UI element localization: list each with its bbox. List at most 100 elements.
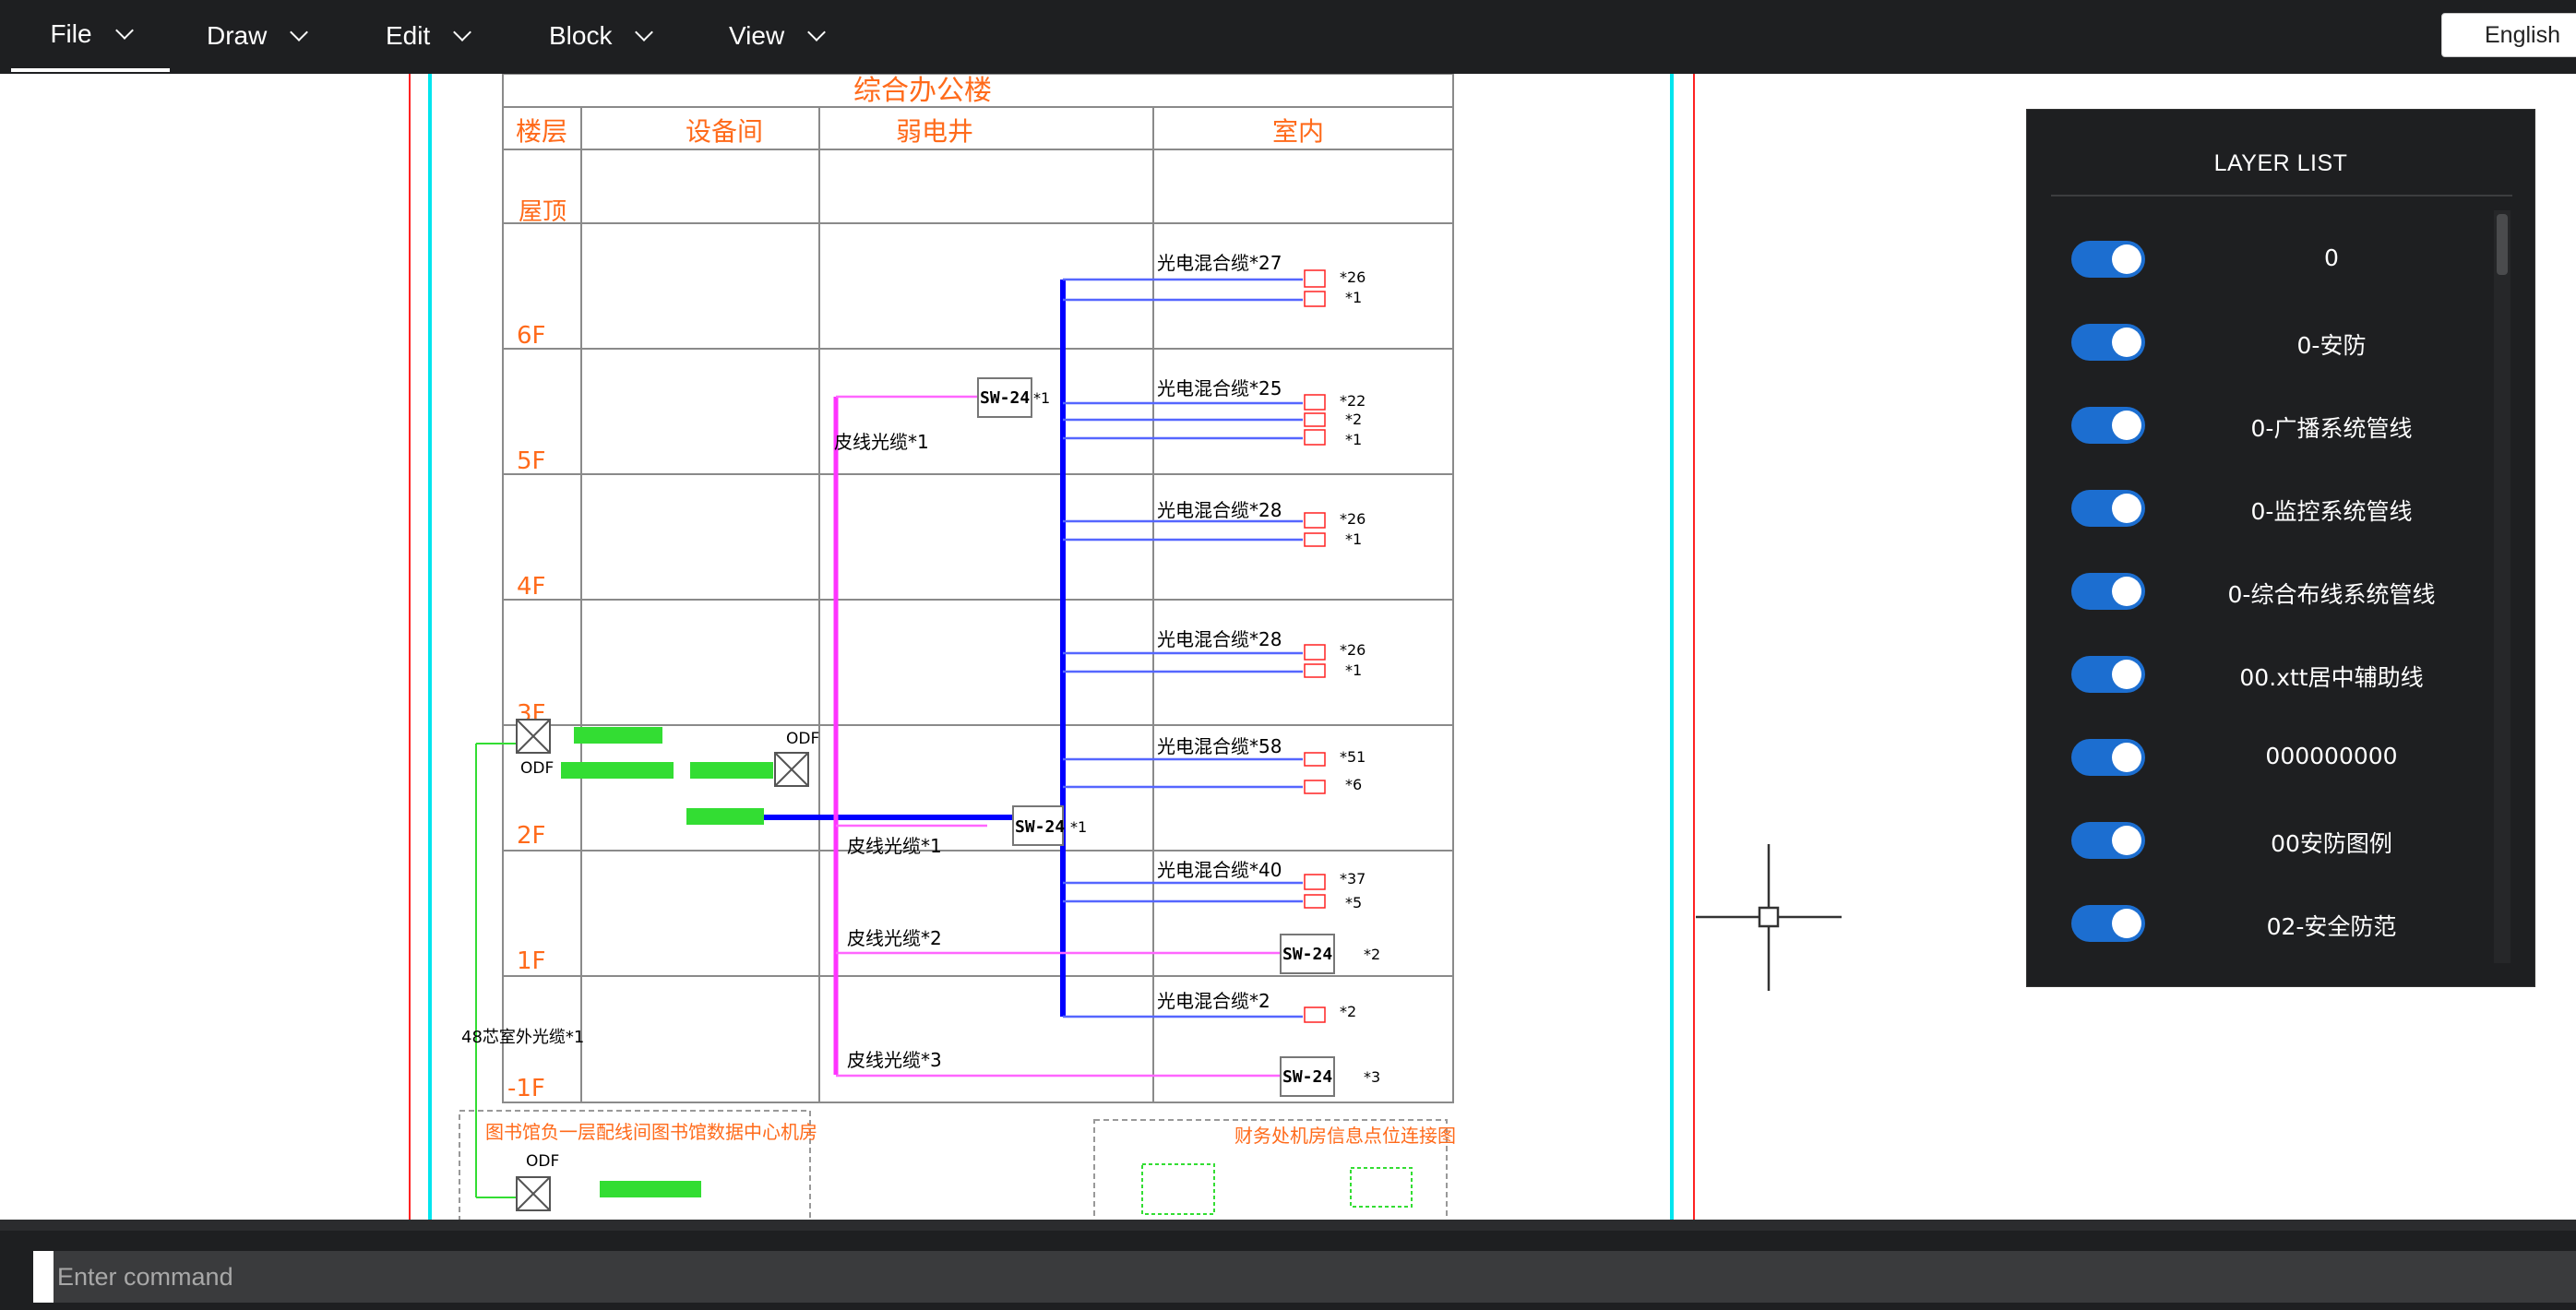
- toggle-knob: [2112, 660, 2141, 689]
- menu-bar: File Draw Edit Block View English: [0, 0, 2576, 76]
- menu-draw[interactable]: Draw: [207, 0, 309, 72]
- switch-count: *3: [1364, 1068, 1380, 1086]
- cable-label: 光电混合缆*28: [1157, 628, 1282, 650]
- layer-name: 000000000: [2265, 743, 2398, 769]
- outdoor-cable-label: 48芯室外光缆*1: [461, 1028, 584, 1047]
- layer-name: 0: [2324, 244, 2339, 271]
- layer-row: 0-广播系统管线: [2027, 387, 2507, 470]
- switch-count: *1: [1070, 818, 1087, 836]
- drop-cable-label: 皮线光缆*1: [847, 835, 942, 857]
- layer-row: 0-监控系统管线: [2027, 470, 2507, 553]
- outlet-count: *1: [1345, 431, 1362, 448]
- outlet-count: *2: [1340, 1003, 1356, 1020]
- floor-label: 1F: [517, 947, 546, 975]
- drop-cable-label: 皮线光缆*1: [834, 431, 929, 453]
- layer-row: 0: [2027, 220, 2507, 304]
- drop-cable-label: 皮线光缆*2: [847, 927, 942, 949]
- outlet-count: *26: [1340, 641, 1366, 659]
- cable-label: 光电混合缆*27: [1157, 252, 1282, 274]
- layer-name: 02-安全防范: [2266, 913, 2397, 940]
- layer-name: 0-安防: [2296, 332, 2367, 359]
- divider: [2051, 195, 2512, 196]
- header-floor: 楼层: [516, 116, 567, 147]
- menu-block-label: Block: [549, 21, 613, 50]
- command-input[interactable]: [33, 1251, 2576, 1303]
- chevron-down-icon: [635, 23, 654, 42]
- toggle-knob: [2112, 826, 2141, 855]
- layer-visibility-toggle[interactable]: [2071, 656, 2145, 693]
- menu-edit-label: Edit: [386, 21, 431, 50]
- layer-list-panel: LAYER LIST 0 0-安防 0-广播系统管线 0-监控系统管线 0-综合…: [2026, 109, 2535, 987]
- odf-label: ODF: [520, 759, 554, 778]
- outlet-count: *22: [1340, 392, 1366, 410]
- outlet-count: *6: [1345, 776, 1362, 793]
- cable-label: 光电混合缆*25: [1157, 377, 1282, 399]
- toggle-knob: [2112, 494, 2141, 523]
- outlet-count: *1: [1345, 661, 1362, 679]
- layer-visibility-toggle[interactable]: [2071, 905, 2145, 942]
- layer-list: 0 0-安防 0-广播系统管线 0-监控系统管线 0-综合布线系统管线 00.x…: [2027, 220, 2507, 977]
- cable-label: 光电混合缆*58: [1157, 735, 1282, 757]
- outlet-count: *1: [1345, 530, 1362, 548]
- drop-cable-label: 皮线光缆*3: [847, 1049, 942, 1071]
- odf-label: ODF: [786, 730, 819, 748]
- layer-visibility-toggle[interactable]: [2071, 573, 2145, 610]
- floor-label: 6F: [517, 322, 546, 350]
- header-indoor: 室内: [1272, 116, 1324, 147]
- layer-name: 00.xtt居中辅助线: [2239, 664, 2424, 691]
- layer-name: 0-监控系统管线: [2250, 498, 2413, 525]
- cable-label: 光电混合缆*40: [1157, 859, 1282, 881]
- lower-label: 图书馆负一层配线间: [485, 1121, 651, 1143]
- layer-name: 00安防图例: [2271, 830, 2392, 857]
- toggle-knob: [2112, 909, 2141, 938]
- outlet-count: *1: [1345, 289, 1362, 306]
- cable-label: 光电混合缆*2: [1157, 990, 1270, 1012]
- chevron-down-icon: [114, 21, 134, 40]
- odf-label: ODF: [526, 1152, 559, 1171]
- header-shaft: 弱电井: [896, 116, 973, 147]
- layer-visibility-toggle[interactable]: [2071, 822, 2145, 859]
- switch-label: SW-24: [1282, 1067, 1332, 1087]
- menu-view-label: View: [729, 21, 785, 50]
- menu-file[interactable]: File: [11, 0, 170, 72]
- toggle-knob: [2112, 743, 2141, 772]
- layer-row: 00安防图例: [2027, 802, 2507, 885]
- layer-name: 0-广播系统管线: [2250, 415, 2413, 442]
- chevron-down-icon: [807, 23, 827, 42]
- toggle-knob: [2112, 244, 2141, 274]
- lower-label: 图书馆数据中心机房: [651, 1121, 817, 1143]
- menu-view[interactable]: View: [729, 0, 827, 72]
- floor-label: -1F: [507, 1075, 545, 1102]
- floor-label: 屋顶: [519, 198, 566, 226]
- menu-block[interactable]: Block: [549, 0, 654, 72]
- layer-visibility-toggle[interactable]: [2071, 407, 2145, 444]
- chevron-down-icon: [290, 23, 309, 42]
- outlet-count: *2: [1345, 411, 1362, 428]
- layer-row: 00.xtt居中辅助线: [2027, 636, 2507, 719]
- cable-label: 光电混合缆*28: [1157, 499, 1282, 521]
- floor-label: 4F: [517, 573, 546, 601]
- outlet-count: *5: [1345, 894, 1362, 911]
- layer-visibility-toggle[interactable]: [2071, 739, 2145, 776]
- header-equipment-room: 设备间: [686, 116, 763, 147]
- layer-list-title: LAYER LIST: [2213, 150, 2348, 176]
- layer-visibility-toggle[interactable]: [2071, 490, 2145, 527]
- layer-visibility-toggle[interactable]: [2071, 241, 2145, 278]
- cad-drawing: 综合办公楼 楼层 设备间 弱电井 室内 屋顶 6F 5F 4F 3F 2F 1F…: [409, 74, 1842, 1220]
- language-button[interactable]: English: [2441, 13, 2576, 57]
- floor-label: 5F: [517, 447, 546, 475]
- layer-visibility-toggle[interactable]: [2071, 324, 2145, 361]
- layer-row: 0-综合布线系统管线: [2027, 553, 2507, 636]
- switch-label: SW-24: [1282, 945, 1332, 964]
- layer-list-scrollbar[interactable]: [2497, 214, 2508, 275]
- drawing-title: 综合办公楼: [853, 75, 992, 107]
- layer-row: 0-安防: [2027, 304, 2507, 387]
- floor-label: 2F: [517, 822, 546, 850]
- layer-list-scrollbar-track[interactable]: [2494, 210, 2510, 963]
- outlet-count: *37: [1340, 870, 1366, 887]
- menu-draw-label: Draw: [207, 21, 268, 50]
- chevron-down-icon: [453, 23, 472, 42]
- lower-label: 财务处机房信息点位连接图: [1234, 1125, 1456, 1147]
- menu-edit[interactable]: Edit: [386, 0, 472, 72]
- toggle-knob: [2112, 328, 2141, 357]
